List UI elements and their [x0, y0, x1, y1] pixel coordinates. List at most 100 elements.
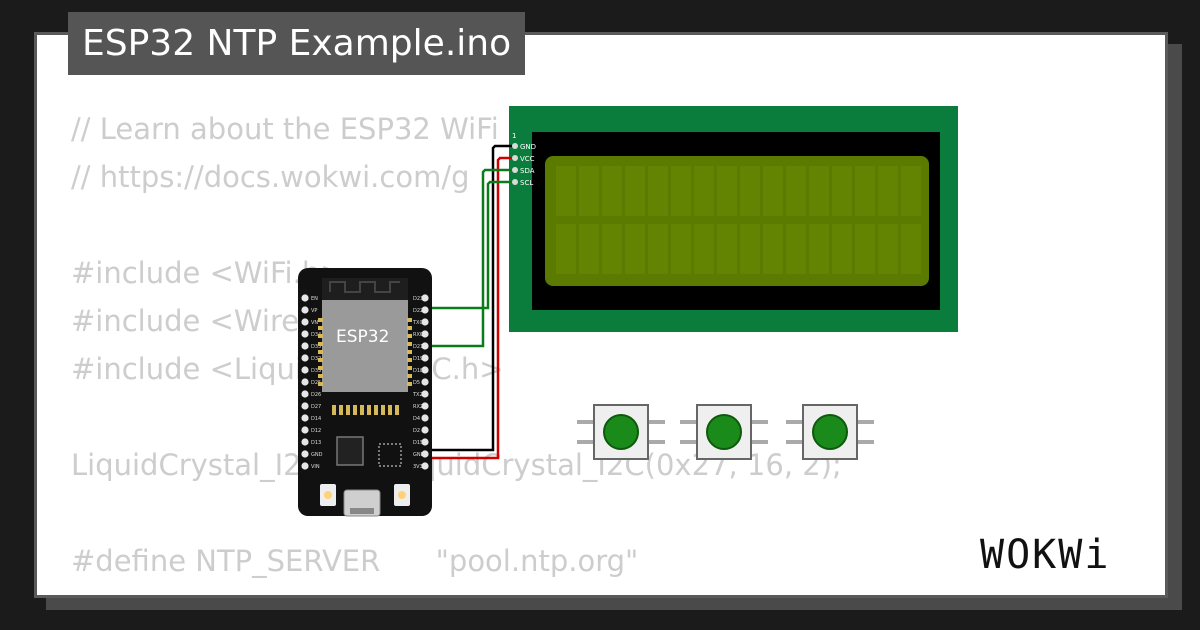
module-pad: [353, 405, 357, 415]
lcd-char-cell: [901, 166, 921, 216]
button-leg: [746, 420, 768, 424]
esp32-pin[interactable]: [421, 330, 429, 338]
esp32-board[interactable]: ENVPVND34D35D32D33D25D26D27D14D12D13GNDV…: [298, 268, 432, 517]
esp32-pin[interactable]: [421, 438, 429, 446]
button-leg: [852, 440, 874, 444]
push-button[interactable]: [680, 404, 768, 460]
button-leg: [786, 440, 808, 444]
esp32-pin[interactable]: [301, 378, 309, 386]
module-pad: [407, 350, 412, 354]
lcd-char-cell: [648, 166, 668, 216]
wires: [427, 144, 512, 460]
lcd-pin-index: 1: [512, 132, 516, 140]
lcd-char-cell: [809, 166, 829, 216]
esp32-pin[interactable]: [421, 402, 429, 410]
esp32-pin-label: D12: [311, 428, 321, 434]
module-pad: [318, 350, 323, 354]
esp32-pin[interactable]: [301, 294, 309, 302]
lcd-char-cell: [832, 224, 852, 274]
wire-sda: [427, 168, 512, 348]
module-pads: [318, 318, 412, 415]
button-leg: [577, 420, 599, 424]
module-pad: [374, 405, 378, 415]
push-buttons: [577, 404, 874, 460]
module-pad: [407, 358, 412, 362]
lcd-char-cell: [740, 224, 760, 274]
module-pad: [388, 405, 392, 415]
module-pad: [407, 382, 412, 386]
esp32-pin[interactable]: [301, 342, 309, 350]
esp32-pin[interactable]: [301, 438, 309, 446]
esp32-pin-label: D22: [413, 308, 423, 314]
esp32-pin-label: D23: [413, 296, 423, 302]
esp32-pin[interactable]: [421, 378, 429, 386]
esp32-pin[interactable]: [421, 426, 429, 434]
esp32-pin[interactable]: [301, 366, 309, 374]
esp32-pin-label: GND: [413, 452, 425, 458]
esp32-pin[interactable]: [301, 450, 309, 458]
lcd-pin[interactable]: [512, 167, 518, 173]
module-pad: [367, 405, 371, 415]
wire-scl: [427, 180, 512, 310]
code-line: // Learn about the ESP32 WiFi: [71, 112, 499, 146]
esp32-pin-rows: ENVPVND34D35D32D33D25D26D27D14D12D13GNDV…: [301, 294, 429, 470]
module-pad: [318, 326, 323, 330]
lcd-character-grid: [556, 166, 921, 274]
module-pad: [395, 405, 399, 415]
esp32-pin[interactable]: [301, 462, 309, 470]
button-leg: [852, 420, 874, 424]
lcd-char-cell: [579, 166, 599, 216]
lcd-pin[interactable]: [512, 179, 518, 185]
button-leg: [680, 420, 702, 424]
esp32-pin[interactable]: [421, 366, 429, 374]
esp32-pin-label: RX2: [413, 404, 423, 410]
lcd-pin-label: GND: [520, 143, 536, 151]
esp32-pin[interactable]: [301, 330, 309, 338]
esp32-pin[interactable]: [421, 354, 429, 362]
push-button[interactable]: [786, 404, 874, 460]
wire-gnd: [427, 144, 512, 452]
project-card[interactable]: // Learn about the ESP32 WiFi// https://…: [34, 32, 1168, 598]
esp32-pin[interactable]: [421, 462, 429, 470]
esp32-pin[interactable]: [421, 450, 429, 458]
wokwi-logo: WOKWi: [980, 532, 1108, 578]
esp32-pin[interactable]: [421, 414, 429, 422]
lcd-char-cell: [763, 166, 783, 216]
button-cap: [706, 414, 742, 450]
esp32-pin-label: D26: [311, 392, 321, 398]
file-title-tab[interactable]: ESP32 NTP Example.ino: [68, 12, 526, 75]
esp32-pin[interactable]: [421, 342, 429, 350]
button-leg: [643, 420, 665, 424]
module-pad: [318, 358, 323, 362]
module-pad: [318, 366, 323, 370]
module-pad: [407, 342, 412, 346]
esp32-pin-label: D18: [413, 368, 423, 374]
usb-port-slot: [350, 508, 374, 514]
lcd-pin-label: SCL: [520, 179, 533, 187]
esp32-pin-label: D15: [413, 440, 423, 446]
esp32-pin[interactable]: [421, 294, 429, 302]
wire-vcc: [427, 156, 512, 460]
button-leg: [786, 420, 808, 424]
button-leg: [680, 440, 702, 444]
esp32-pin[interactable]: [421, 306, 429, 314]
lcd-char-cell: [717, 224, 737, 274]
esp32-pin[interactable]: [301, 318, 309, 326]
esp32-pin[interactable]: [301, 402, 309, 410]
push-button[interactable]: [577, 404, 665, 460]
lcd-char-cell: [878, 224, 898, 274]
esp32-pin-label: VP: [311, 308, 317, 314]
esp32-pin[interactable]: [301, 414, 309, 422]
esp32-pin[interactable]: [421, 318, 429, 326]
esp32-pin[interactable]: [301, 354, 309, 362]
module-pad: [332, 405, 336, 415]
esp32-pin[interactable]: [421, 390, 429, 398]
lcd-char-cell: [671, 166, 691, 216]
esp32-pin[interactable]: [301, 306, 309, 314]
lcd-pin[interactable]: [512, 155, 518, 161]
esp32-pin[interactable]: [301, 390, 309, 398]
esp32-pin[interactable]: [301, 426, 309, 434]
lcd-pin[interactable]: [512, 143, 518, 149]
lcd-char-cell: [763, 224, 783, 274]
